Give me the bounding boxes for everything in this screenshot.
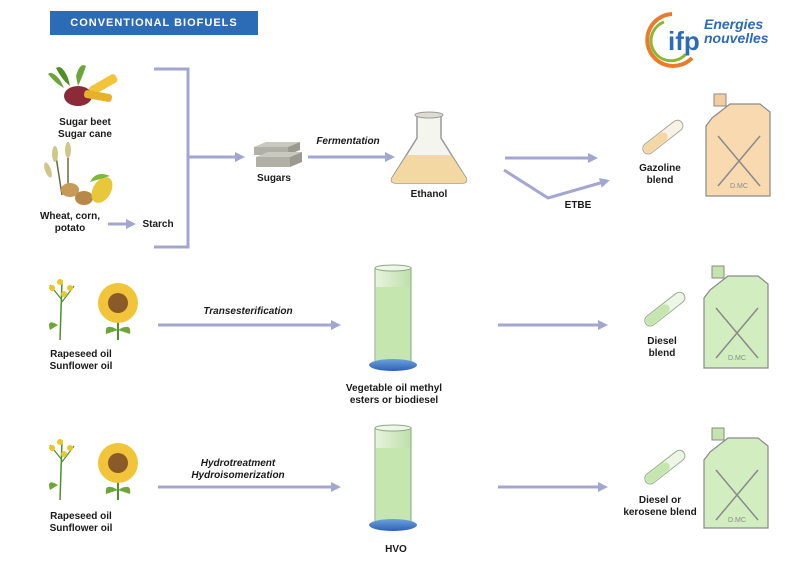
label-sugar-beet-cane: Sugar beet Sugar cane [40,117,130,141]
label-line: Hydrotreatment [200,458,276,469]
label-hydrotreatment: Hydrotreatment Hydroisomerization [178,458,298,482]
kerosene-test-tube-icon [644,449,686,485]
label-hvo: HVO [385,544,407,555]
diesel-test-tube-icon [644,291,686,327]
diesel-jerrycan-icon: D.MC [703,265,769,369]
label-line: Rapeseed oil [50,349,112,360]
hvo-cylinder-icon [369,424,417,531]
label-line: Gazoline [639,163,681,174]
label-kerosene-blend: Diesel or kerosene blend [610,495,710,519]
sugar-cubes-icon [254,142,302,167]
label-fermentation: Fermentation [316,136,380,147]
label-sugars: Sugars [257,173,291,184]
label-line: Sugar cane [58,129,112,140]
label-line: potato [54,223,86,234]
biodiesel-cylinder-icon [369,264,417,371]
label-line: Sunflower oil [49,361,113,372]
label-line: Diesel or [638,495,682,506]
label-rapeseed-sunflower-2: Rapeseed oil Sunflower oil [36,511,126,535]
logo-line-2: nouvelles [704,30,769,46]
label-starch: Starch [142,219,174,230]
svg-text:D.MC: D.MC [728,355,746,362]
label-diesel-blend: Diesel blend [632,336,692,360]
kerosene-jerrycan-icon: D.MC [703,427,769,529]
label-line: Sugar beet [59,117,111,128]
gasoline-test-tube-icon [642,119,684,155]
sunflower-icon-2 [98,443,138,500]
label-line: Vegetable oil methyl [345,383,443,394]
arrow-etbe [503,168,610,200]
label-line: Rapeseed oil [50,511,112,522]
rapeseed-plant-icon-2 [49,439,75,501]
label-wheat-corn-potato: Wheat, corn, potato [30,211,110,235]
page-title: CONVENTIONAL BIOFUELS [50,11,258,35]
label-rapeseed-sunflower: Rapeseed oil Sunflower oil [36,349,126,373]
label-line: esters or biodiesel [349,395,439,406]
label-gasoline-blend: Gazoline blend [628,163,692,187]
sunflower-icon [98,283,138,340]
svg-text:D.MC: D.MC [730,183,748,190]
label-line: Sunflower oil [49,523,113,534]
label-line: kerosene blend [623,507,697,518]
label-biodiesel: Vegetable oil methyl esters or biodiesel [326,383,462,407]
label-etbe: ETBE [564,200,592,211]
ethanol-flask-icon [390,111,468,184]
ifp-logo-icon: ifp [645,12,700,68]
label-ethanol: Ethanol [410,189,448,200]
svg-text:ifp: ifp [668,26,700,56]
label-transesterification: Transesterification [203,306,293,317]
sugar-beet-cane-icon [48,65,118,106]
svg-text:D.MC: D.MC [728,517,746,524]
gasoline-jerrycan-icon: D.MC [705,93,771,197]
label-line: blend [648,348,676,359]
logo-line-1: Energies [704,16,764,32]
label-line: Wheat, corn, [39,211,100,222]
wheat-corn-potato-icon [44,142,113,205]
label-line: blend [646,175,674,186]
label-line: Diesel [647,336,677,347]
label-line: Hydroisomerization [191,470,285,481]
logo-wordmark: Energies nouvelles [704,17,769,45]
rapeseed-plant-icon [49,279,75,341]
